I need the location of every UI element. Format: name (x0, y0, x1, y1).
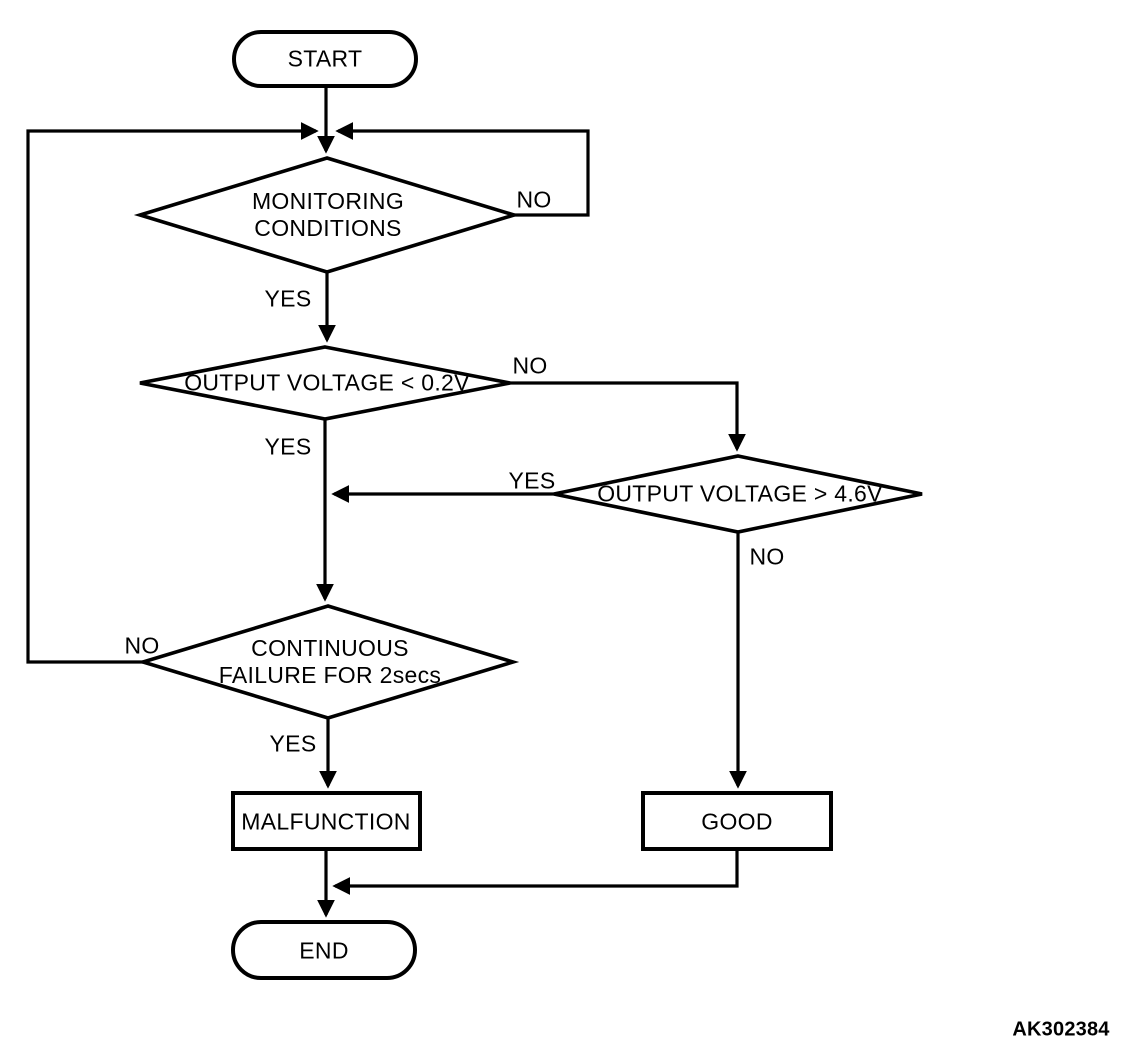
edge-voltage-low-no (510, 381, 746, 452)
monitoring-conditions-line2: CONDITIONS (254, 215, 402, 241)
continuous-failure-line1: CONTINUOUS (251, 635, 409, 661)
voltage-high-yes-label: YES (508, 467, 556, 494)
output-voltage-low-label: OUTPUT VOLTAGE < 0.2V (184, 369, 470, 396)
node-monitoring-conditions-shape (133, 156, 521, 274)
end-label: END (299, 937, 349, 964)
continuous-failure-label: CONTINUOUS FAILURE FOR 2secs (219, 635, 441, 689)
continuous-yes-label: YES (269, 730, 317, 757)
voltage-high-no-label: NO (749, 543, 785, 570)
node-end-shape (231, 920, 417, 980)
voltage-low-yes-label: YES (264, 433, 312, 460)
node-output-voltage-high-shape (553, 454, 923, 534)
output-voltage-high-label: OUTPUT VOLTAGE > 4.6V (597, 480, 883, 507)
figure-id-label: AK302384 (1012, 1018, 1110, 1041)
start-label: START (287, 45, 363, 72)
malfunction-label: MALFUNCTION (241, 808, 411, 835)
monitoring-no-label: NO (516, 186, 552, 213)
monitoring-conditions-line1: MONITORING (251, 188, 405, 214)
voltage-low-no-label: NO (512, 352, 548, 379)
continuous-no-label: NO (124, 632, 160, 659)
node-malfunction-shape (231, 791, 422, 851)
node-continuous-failure-shape (136, 604, 520, 720)
node-good-shape (641, 791, 833, 851)
node-output-voltage-low-shape (139, 345, 511, 421)
monitoring-yes-label: YES (264, 285, 312, 312)
edge-continuous-no-loop (26, 122, 319, 664)
edge-monitoring-no-loop (335, 122, 590, 217)
continuous-failure-line2: FAILURE FOR 2secs (218, 662, 442, 688)
monitoring-conditions-label: MONITORING CONDITIONS (252, 188, 404, 242)
good-label: GOOD (701, 808, 773, 835)
edge-good-to-end-join (332, 849, 739, 895)
node-start-shape (232, 30, 418, 88)
